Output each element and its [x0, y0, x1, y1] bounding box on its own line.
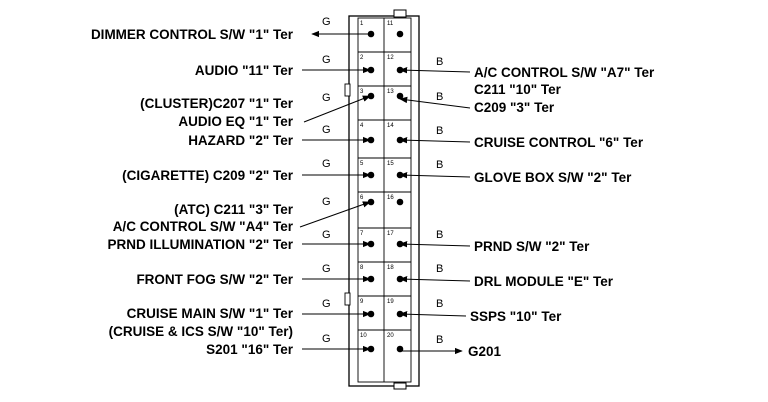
wire-color-right: B [436, 159, 443, 171]
label-cigarette-c209: (CIGARETTE) C209 "2" Ter [122, 168, 294, 183]
pin-number: 13 [387, 89, 394, 95]
wire-color-right: B [436, 263, 443, 275]
label-glove-box: GLOVE BOX S/W "2" Ter [474, 170, 632, 185]
label-atc-c211: (ATC) C211 "3" Ter [174, 202, 294, 217]
pin-number: 19 [387, 299, 394, 305]
label-ac-control-a7: A/C CONTROL S/W "A7" Ter [474, 65, 655, 80]
pin-number: 1 [360, 21, 364, 27]
pin-dot [396, 30, 404, 38]
label-ssps: SSPS "10" Ter [470, 309, 562, 324]
wire-color-left: G [322, 158, 331, 170]
label-cruise-ics: (CRUISE & ICS S/W "10" Ter) [109, 324, 293, 339]
pin-number: 5 [360, 161, 364, 167]
pin-number: 11 [387, 21, 394, 27]
label-c211: C211 "10" Ter [474, 82, 562, 97]
label-g201: G201 [468, 344, 502, 359]
wire-right-12 [399, 67, 471, 74]
left-labels: DIMMER CONTROL S/W "1" Ter AUDIO "11" Te… [91, 27, 294, 357]
wire-color-left: G [322, 229, 331, 241]
pin-number: 14 [387, 123, 394, 129]
pin-number: 18 [387, 265, 394, 271]
pin-number: 8 [360, 265, 364, 271]
wires [299, 30, 471, 355]
pin-number: 9 [360, 299, 364, 305]
wire-right-17 [399, 241, 471, 248]
wire-right-19 [399, 311, 467, 318]
label-cruise-main: CRUISE MAIN S/W "1" Ter [127, 306, 294, 321]
wire-right-18 [399, 276, 471, 283]
label-dimmer-control: DIMMER CONTROL S/W "1" Ter [91, 27, 294, 42]
wire-color-left: G [322, 196, 331, 208]
label-front-fog: FRONT FOG S/W "2" Ter [136, 272, 293, 287]
wire-color-right: B [436, 56, 443, 68]
label-drl-module: DRL MODULE "E" Ter [474, 274, 614, 289]
pin-number: 12 [387, 55, 394, 61]
label-audio-eq: AUDIO EQ "1" Ter [178, 114, 293, 129]
label-ac-control-a4: A/C CONTROL S/W "A4" Ter [113, 219, 294, 234]
label-c209: C209 "3" Ter [474, 100, 555, 115]
right-labels: A/C CONTROL S/W "A7" Ter C211 "10" Ter C… [468, 65, 655, 359]
wire-right-14 [399, 137, 471, 144]
pin-number: 16 [387, 195, 394, 201]
pin-number: 10 [360, 333, 367, 339]
wire-color-right: B [436, 125, 443, 137]
wire-color-left: G [322, 263, 331, 275]
label-cruise-control: CRUISE CONTROL "6" Ter [474, 135, 644, 150]
wire-color-left: G [322, 54, 331, 66]
wire-color-left: G [322, 16, 331, 28]
wire-color-right: B [436, 91, 443, 103]
label-hazard: HAZARD "2" Ter [188, 133, 294, 148]
label-prnd-sw: PRND S/W "2" Ter [474, 239, 590, 254]
pin-dot [396, 92, 404, 100]
label-audio: AUDIO "11" Ter [195, 63, 294, 78]
wire-color-left: G [322, 333, 331, 345]
label-prnd-illumination: PRND ILLUMINATION "2" Ter [107, 237, 293, 252]
pin-dot [367, 30, 375, 38]
label-cluster-c207: (CLUSTER)C207 "1" Ter [140, 96, 294, 111]
wire-color-codes: G G G G G G G G G G B B B B B B B B [322, 16, 443, 346]
wire-right-13 [399, 96, 471, 109]
wire-left-6 [299, 201, 371, 228]
pin-number: 15 [387, 161, 394, 167]
pin-number: 7 [360, 231, 364, 237]
label-s201: S201 "16" Ter [206, 342, 294, 357]
pin-number: 20 [387, 333, 394, 339]
pin-number: 4 [360, 123, 364, 129]
wire-color-right: B [436, 334, 443, 346]
connector-housing [344, 9, 420, 390]
wire-color-right: B [436, 229, 443, 241]
pin-number: 2 [360, 55, 364, 61]
wire-color-left: G [322, 92, 331, 104]
pin-number: 6 [360, 195, 364, 201]
wire-color-left: G [322, 298, 331, 310]
pin-number: 17 [387, 231, 394, 237]
wire-color-right: B [436, 298, 443, 310]
wire-left-3 [303, 95, 371, 123]
wire-right-15 [399, 172, 471, 179]
wire-color-left: G [322, 124, 331, 136]
pin-dot [396, 198, 404, 206]
pin-number: 3 [360, 89, 364, 95]
